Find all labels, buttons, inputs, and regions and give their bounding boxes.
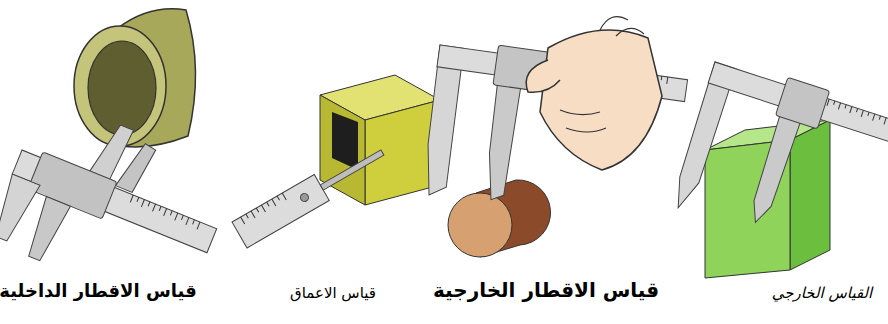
scale-ticks (241, 193, 287, 224)
caliper (669, 54, 888, 266)
block-notch (332, 112, 358, 170)
caption: القياس الخارجي (772, 284, 873, 302)
caliper-slider (775, 77, 829, 129)
caliper (0, 94, 239, 317)
inner-diameter-scene (0, 9, 239, 318)
scale-ticks (130, 195, 200, 229)
caliper-slider (28, 152, 117, 219)
caliper-jaw (115, 139, 156, 194)
caliper-screw (299, 192, 310, 203)
caliper-beam (708, 62, 888, 145)
hand-lines (560, 17, 644, 132)
caliper (232, 140, 390, 248)
caption: قياس الاعماق (290, 284, 376, 302)
scale-ticks (827, 99, 886, 124)
block-side (790, 120, 830, 270)
caliper-jaw (0, 174, 40, 245)
rod-face (448, 193, 512, 257)
outer-diameter-scene (419, 17, 689, 257)
caliper-jaw (23, 197, 70, 264)
depth-rod (320, 150, 384, 190)
tube-hole (88, 41, 156, 135)
caption: قياس الاقطار الخارجية (433, 278, 659, 302)
caption: قياس الاقطار الداخلية (0, 280, 197, 301)
depth-scene (232, 75, 440, 248)
caliper-jaw (746, 105, 804, 226)
hand-palm (540, 30, 662, 170)
caliper-beam (232, 175, 329, 248)
hand-thumb (526, 60, 560, 92)
external-scene (669, 54, 888, 278)
caliper-jaw (481, 73, 522, 201)
